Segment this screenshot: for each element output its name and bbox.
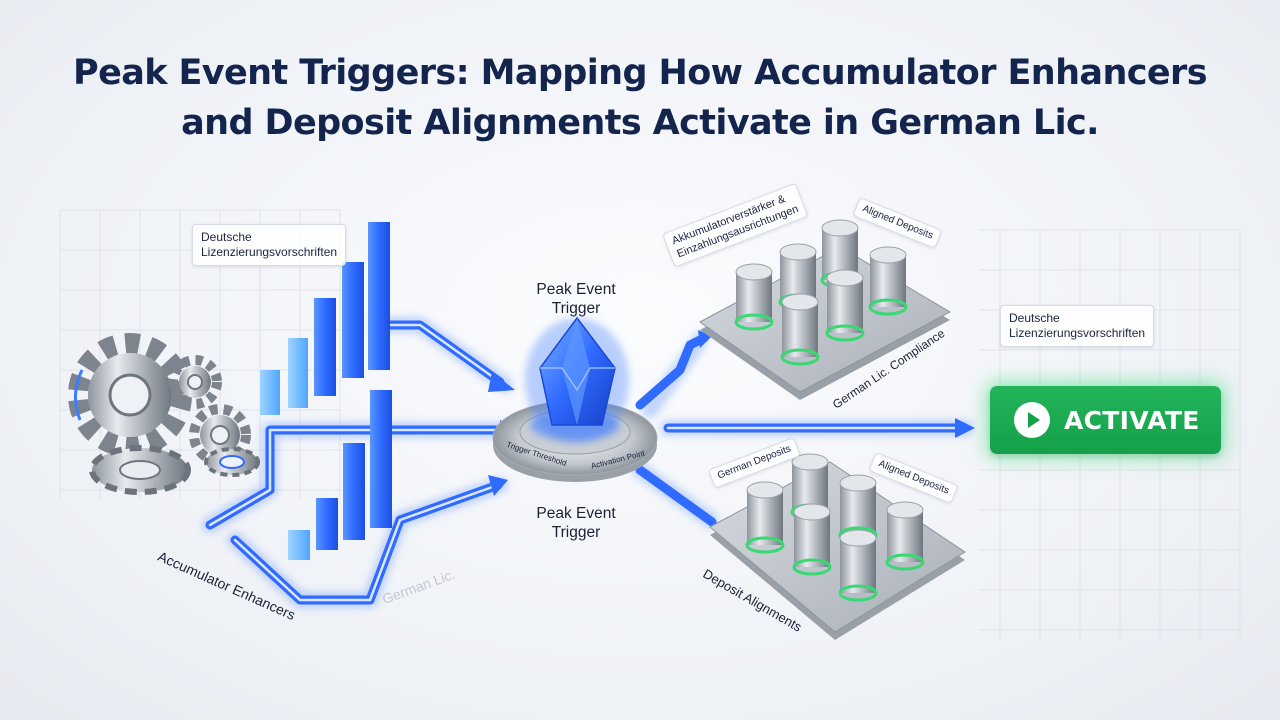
gears-icon xyxy=(68,333,260,495)
deposit-platform-upper xyxy=(699,219,952,400)
page-title: Peak Event Triggers: Mapping How Accumul… xyxy=(0,48,1280,148)
title-line-1: Peak Event Triggers: Mapping How Accumul… xyxy=(73,53,1208,93)
trigger-bottom-line1: Peak Event xyxy=(536,505,616,522)
arrowhead-left-bottom xyxy=(488,475,508,496)
license-card-right: Deutsche Lizenzierungsvorschriften xyxy=(1000,305,1155,347)
flow-path-right-lower xyxy=(635,465,717,527)
trigger-top-line2: Trigger xyxy=(551,300,601,317)
peak-event-trigger-label-top: Peak Event Trigger xyxy=(515,280,637,318)
license-card-left: Deutsche Lizenzierungsvorschriften xyxy=(192,224,347,266)
activate-button[interactable]: ACTIVATE xyxy=(990,386,1221,454)
aligned-deposit-cylinders-upper xyxy=(734,219,908,366)
license-card-left-line2: Lizenzierungsvorschriften xyxy=(201,245,338,259)
aligned-deposit-cylinders-lower xyxy=(745,453,925,602)
peak-event-trigger-label-bottom: Peak Event Trigger xyxy=(515,504,637,542)
title-line-2: and Deposit Alignments Activate in Germa… xyxy=(181,103,1099,143)
deposit-platform-lower xyxy=(709,453,966,640)
trigger-bottom-line2: Trigger xyxy=(551,524,601,541)
crystal-gem-icon xyxy=(525,316,629,442)
bar-chart-lower xyxy=(288,390,392,560)
flow-path-right-upper xyxy=(635,333,709,410)
play-icon xyxy=(1014,402,1050,438)
bar-chart-upper xyxy=(260,222,390,415)
arrowhead-left-upper xyxy=(488,372,515,392)
arrowhead-right-middle xyxy=(955,418,975,438)
activate-button-label: ACTIVATE xyxy=(1064,405,1200,435)
flow-paths xyxy=(202,317,975,608)
license-card-right-line1: Deutsche xyxy=(1009,311,1060,325)
license-card-right-line2: Lizenzierungsvorschriften xyxy=(1009,326,1146,340)
trigger-top-line1: Peak Event xyxy=(536,281,616,298)
license-card-left-line1: Deutsche xyxy=(201,230,252,244)
